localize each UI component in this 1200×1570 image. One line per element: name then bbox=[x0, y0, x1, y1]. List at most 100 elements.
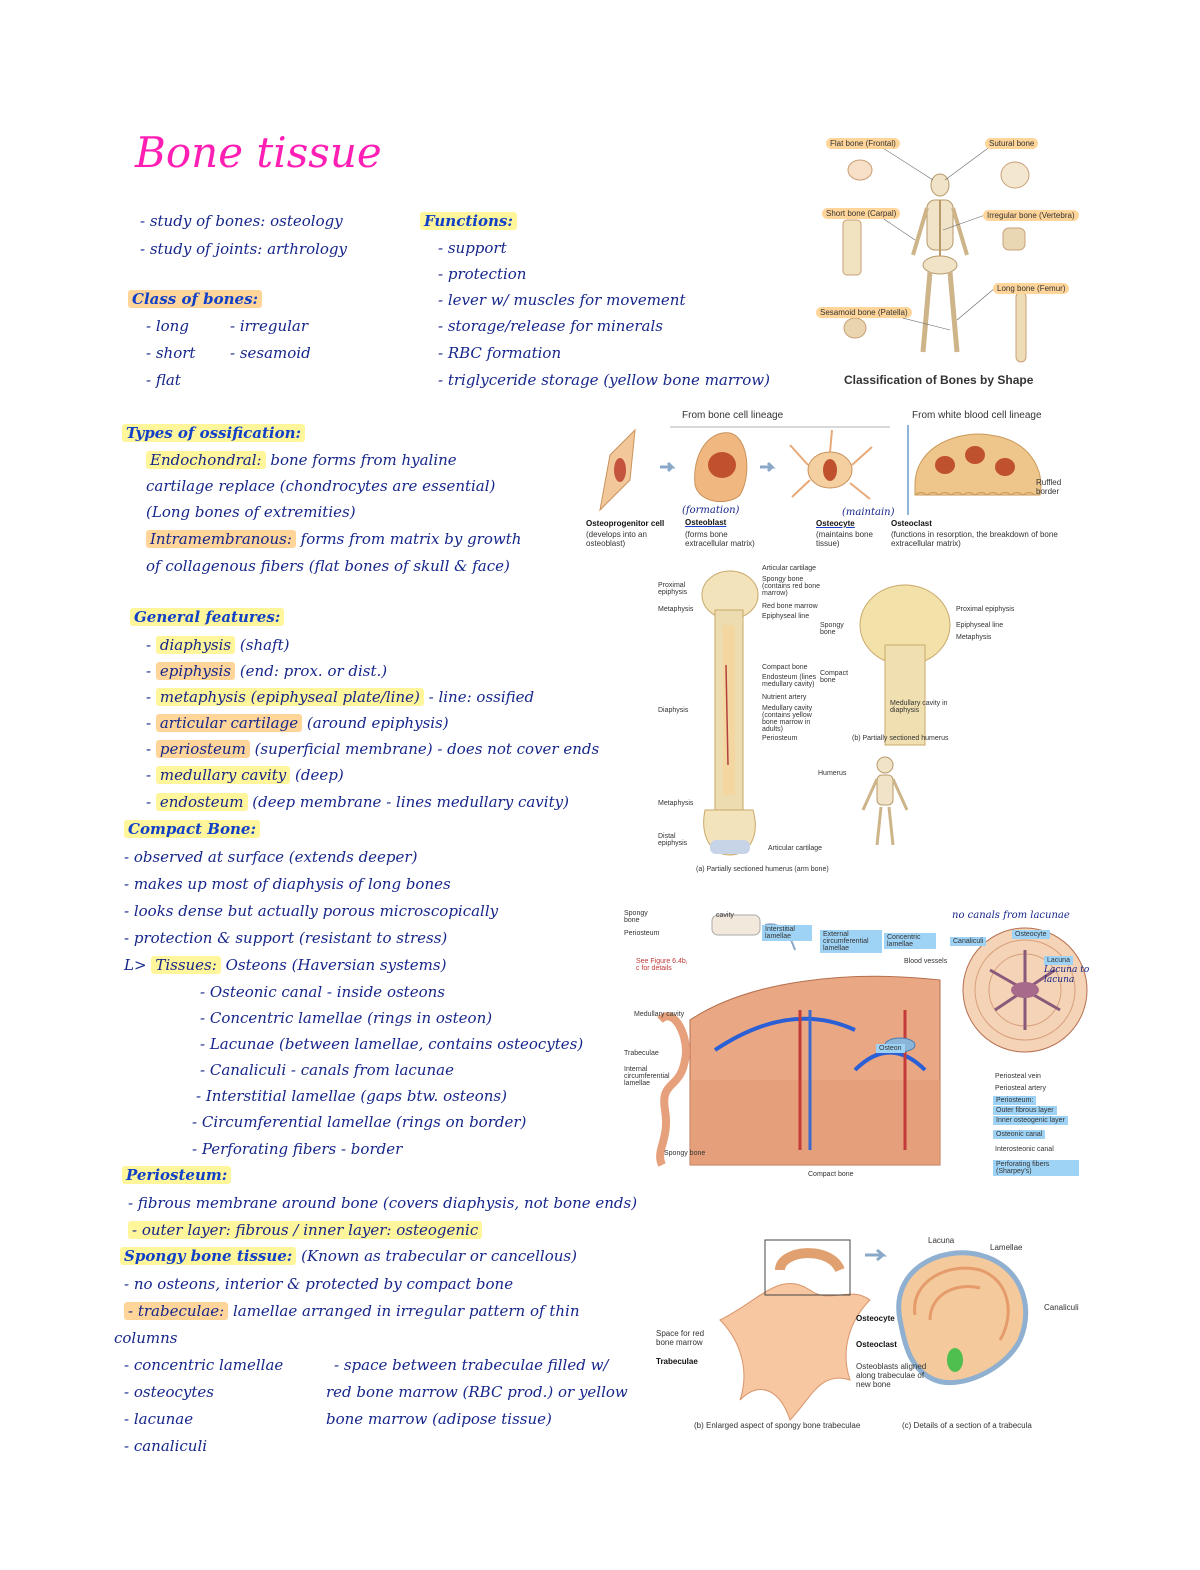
osteon-part: - Lacunae (between lamellae, contains os… bbox=[200, 1035, 584, 1053]
fig5-caption-c: (c) Details of a section of a trabecula bbox=[902, 1421, 1032, 1430]
osteon-label: Osteon bbox=[876, 1044, 905, 1053]
humerus-right-label: Epiphyseal line bbox=[762, 613, 810, 620]
interstitial-label: Interstitial lamellae bbox=[762, 925, 812, 941]
fig1-label-flat: Flat bone (Frontal) bbox=[826, 138, 900, 149]
general-item: - metaphysis (epiphyseal plate/line) - l… bbox=[146, 688, 535, 706]
osteon-part: - Concentric lamellae (rings in osteon) bbox=[200, 1009, 493, 1027]
general-item: - diaphysis (shaft) bbox=[146, 636, 290, 654]
osteon-part: - Osteonic canal - inside osteons bbox=[200, 983, 445, 1001]
humerus-right-label: Nutrient artery bbox=[762, 694, 807, 701]
compact-right-label: Periosteum: bbox=[993, 1096, 1037, 1105]
periosteum-item: - outer layer: fibrous / inner layer: os… bbox=[128, 1221, 483, 1239]
compact-left-label: Medullary cavity bbox=[634, 1011, 685, 1018]
humerus-left-label: Proximal epiphysis bbox=[658, 582, 688, 596]
general-heading: General features: bbox=[130, 608, 285, 626]
hum-left-label: Spongy bone bbox=[820, 622, 844, 636]
compact-right-label: Osteonic canal bbox=[993, 1130, 1046, 1139]
cell-desc: (forms bone extracellular matrix) bbox=[685, 530, 755, 548]
osteon-part: - Perforating fibers - border bbox=[192, 1140, 403, 1158]
humerus-right-label: Articular cartilage bbox=[768, 845, 823, 852]
cell-desc: (functions in resorption, the breakdown … bbox=[891, 530, 1058, 548]
function-item: - support bbox=[438, 239, 507, 257]
fig1-caption: Classification of Bones by Shape bbox=[844, 373, 1034, 387]
fig3-caption-a: (a) Partially sectioned humerus (arm bon… bbox=[696, 866, 829, 873]
hum-left-label: Compact bone bbox=[820, 670, 849, 684]
periosteum-item: - fibrous membrane around bone (covers d… bbox=[128, 1194, 638, 1212]
cell-name: Osteoclast bbox=[891, 519, 932, 528]
compact-bone-label: Compact bone bbox=[808, 1171, 854, 1178]
compact-left-label: Internal circumferential lamellae bbox=[624, 1066, 670, 1087]
function-item: - storage/release for minerals bbox=[438, 317, 663, 335]
hum-cavity-label: Medullary cavity in diaphysis bbox=[890, 700, 948, 714]
fig5-caption-b: (b) Enlarged aspect of spongy bone trabe… bbox=[694, 1421, 861, 1430]
spongy-heading: Spongy bone tissue: (Known as trabecular… bbox=[120, 1247, 577, 1265]
vessels-label: Blood vessels bbox=[904, 958, 948, 965]
class-heading: Class of bones: bbox=[128, 290, 263, 308]
compact-right-label: Perforating fibers (Sharpey's) bbox=[993, 1160, 1079, 1176]
spongy-item: bone marrow (adipose tissue) bbox=[326, 1410, 552, 1428]
fig1-label-sesamoid: Sesamoid bone (Patella) bbox=[816, 307, 912, 318]
fig1-label-short: Short bone (Carpal) bbox=[822, 208, 901, 219]
humerus-right-label: Red bone marrow bbox=[762, 603, 818, 610]
ossification-heading: Types of ossification: bbox=[122, 424, 306, 442]
compact-item: - makes up most of diaphysis of long bon… bbox=[124, 875, 451, 893]
humerus-label: Humerus bbox=[818, 770, 847, 777]
tissues-line: L> Tissues: Osteons (Haversian systems) bbox=[124, 956, 447, 974]
hum-label: Epiphyseal line bbox=[956, 622, 1004, 629]
endochondral-line: Endochondral: bone forms from hyaline bbox=[146, 451, 457, 469]
function-item: - triglyceride storage (yellow bone marr… bbox=[438, 371, 770, 389]
handwritten-note: no canals from lacunae bbox=[952, 910, 1070, 921]
humerus-left-label: Metaphysis bbox=[658, 606, 694, 613]
compact-right-label: Periosteal vein bbox=[995, 1073, 1041, 1080]
cavity-label: cavity bbox=[716, 912, 734, 919]
compact-left-label: Spongy bone bbox=[664, 1150, 706, 1157]
skeleton-figure bbox=[842, 142, 1030, 363]
class-item: - sesamoid bbox=[230, 344, 311, 362]
function-item: - protection bbox=[438, 265, 527, 283]
canaliculi-label: Canaliculi bbox=[950, 937, 987, 946]
osteon-part: - Canaliculi - canals from lacunae bbox=[200, 1061, 454, 1079]
cell-note: (maintain) bbox=[842, 507, 895, 518]
general-item: - articular cartilage (around epiphysis) bbox=[146, 714, 449, 732]
humerus-right-label: Compact bone bbox=[762, 664, 808, 671]
cell-name: Osteocyte bbox=[816, 519, 855, 528]
humerus-figure bbox=[701, 570, 951, 856]
compact-right-label: Outer fibrous layer bbox=[993, 1106, 1057, 1115]
general-item: - epiphysis (end: prox. or dist.) bbox=[146, 662, 388, 680]
humerus-right-label: Spongy bone (contains red bone marrow) bbox=[762, 576, 820, 597]
periosteum-heading: Periosteum: bbox=[122, 1166, 232, 1184]
spongy-item: columns bbox=[114, 1329, 178, 1347]
page-title: Bone tissue bbox=[135, 128, 382, 177]
class-item: - short bbox=[146, 344, 196, 362]
spongy-trabeculae-label: Trabeculae bbox=[656, 1357, 698, 1366]
compact-left-label: See Figure 6.4b, c for details bbox=[636, 958, 688, 972]
osteon-part: - Interstitial lamellae (gaps btw. osteo… bbox=[196, 1087, 507, 1105]
class-item: - irregular bbox=[230, 317, 309, 335]
hum-label: Metaphysis bbox=[956, 634, 992, 641]
compact-heading: Compact Bone: bbox=[124, 820, 260, 838]
function-item: - RBC formation bbox=[438, 344, 562, 362]
wbc-lineage-label: From white blood cell lineage bbox=[912, 410, 1042, 421]
function-item: - lever w/ muscles for movement bbox=[438, 291, 686, 309]
intro-line: - study of joints: arthrology bbox=[140, 240, 348, 258]
spongy-osteocyte-label: Osteocyte bbox=[856, 1314, 895, 1323]
compact-right-label: Inner osteogenic layer bbox=[993, 1116, 1068, 1125]
spongy-item: - no osteons, interior & protected by co… bbox=[124, 1275, 514, 1293]
compact-item: - protection & support (resistant to str… bbox=[124, 929, 448, 947]
bone-cells-figure bbox=[599, 425, 1042, 515]
general-item: - medullary cavity (deep) bbox=[146, 766, 344, 784]
spongy-item: - trabeculae: lamellae arranged in irreg… bbox=[124, 1302, 580, 1320]
external-label: External circumferential lamellae bbox=[820, 930, 882, 953]
compact-item: - observed at surface (extends deeper) bbox=[124, 848, 418, 866]
spongy-item: - lacunae bbox=[124, 1410, 194, 1428]
general-item: - endosteum (deep membrane - lines medul… bbox=[146, 793, 569, 811]
handwritten-note: Lacuna to lacuna bbox=[1044, 965, 1090, 985]
humerus-left-label: Metaphysis bbox=[658, 800, 694, 807]
spongy-item: - osteocytes bbox=[124, 1383, 214, 1401]
humerus-left-label: Distal epiphysis bbox=[658, 833, 688, 847]
cell-desc: (develops into an osteoblast) bbox=[586, 530, 647, 548]
cell-name: Osteoprogenitor cell bbox=[586, 519, 665, 528]
spongy-item: - concentric lamellae bbox=[124, 1356, 284, 1374]
spongy-item: red bone marrow (RBC prod.) or yellow bbox=[326, 1383, 628, 1401]
spongy-canaliculi-label: Canaliculi bbox=[1044, 1303, 1079, 1312]
